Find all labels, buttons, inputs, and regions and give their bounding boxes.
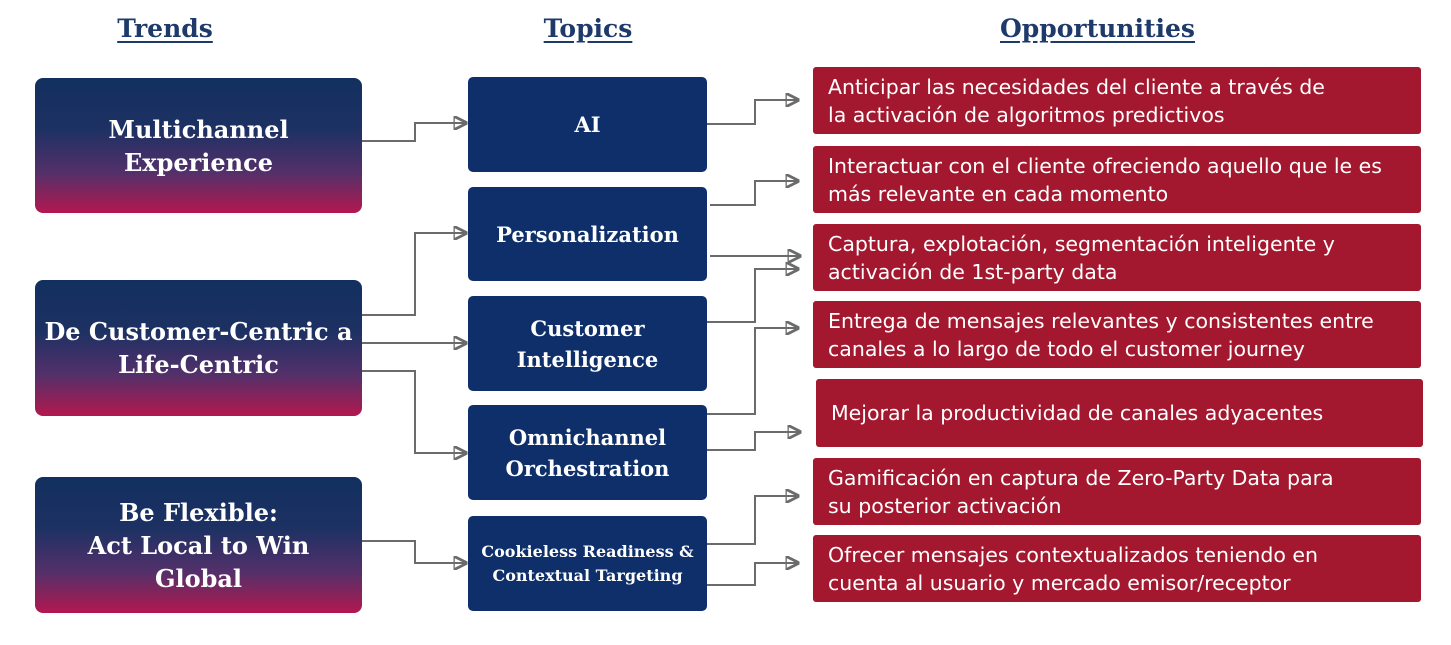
topic-line-2: Orchestration	[505, 455, 670, 481]
connector-lifecentric-omnichannel	[362, 370, 466, 453]
topic-ai: AI	[468, 77, 707, 172]
topic-label: AI	[574, 112, 601, 137]
trend-line-1: Multichannel	[108, 114, 289, 144]
opportunity-7: Ofrecer mensajes contextualizados tenien…	[813, 535, 1421, 602]
opportunity-3: Captura, explotación, segmentación intel…	[813, 224, 1421, 291]
topic-line-2: Contextual Targeting	[492, 565, 683, 585]
trend-be-flexible: Be Flexible: Act Local to Win Global	[35, 477, 362, 613]
topic-omnichannel-orchestration: Omnichannel Orchestration	[468, 405, 707, 500]
opportunity-5: Mejorar la productividad de canales adya…	[816, 379, 1423, 447]
connector-flexible-cookieless	[362, 540, 466, 563]
connector-multichannel-ai	[362, 123, 466, 142]
opportunity-line-1: Ofrecer mensajes contextualizados tenien…	[828, 542, 1318, 567]
topic-label: Personalization	[496, 221, 679, 247]
connector-cookieless-opp7	[707, 563, 798, 586]
trend-line-2: Act Local to Win Global	[87, 530, 310, 593]
opportunity-line-1: Captura, explotación, segmentación intel…	[828, 231, 1335, 256]
opportunity-6: Gamificación en captura de Zero-Party Da…	[813, 458, 1421, 525]
opportunity-line-1: Mejorar la productividad de canales adya…	[831, 401, 1324, 425]
trends-heading: Trends	[117, 14, 213, 43]
opportunity-line-1: Anticipar las necesidades del cliente a …	[828, 74, 1325, 99]
opportunity-line-2: cuenta al usuario y mercado emisor/recep…	[828, 570, 1291, 595]
topic-line-1: Cookieless Readiness &	[481, 541, 694, 561]
topic-personalization: Personalization	[468, 187, 707, 281]
connector-omnichannel-opp4	[707, 328, 798, 415]
trend-line-1: Be Flexible:	[119, 497, 278, 527]
trend-line-2: Experience	[123, 147, 273, 177]
connector-personalization-opp2	[710, 181, 798, 206]
trend-line-2: Life-Centric	[118, 350, 279, 379]
trend-multichannel-experience: Multichannel Experience	[35, 78, 362, 213]
opportunities-heading: Opportunities	[999, 14, 1195, 43]
connector-ai-opp1	[707, 100, 798, 125]
opportunity-line-1: Entrega de mensajes relevantes y consist…	[828, 308, 1374, 333]
connector-customer-intelligence-opp3	[707, 269, 798, 323]
topic-line-1: Customer	[530, 315, 645, 341]
connector-omnichannel-opp5	[707, 432, 800, 451]
trend-line-1: De Customer-Centric a	[44, 317, 353, 346]
topic-line-1: Omnichannel	[508, 424, 667, 450]
opportunity-line-2: más relevante en cada momento	[828, 181, 1169, 206]
opportunity-4: Entrega de mensajes relevantes y consist…	[813, 301, 1421, 368]
connector-cookieless-opp6	[707, 496, 798, 545]
topic-customer-intelligence: Customer Intelligence	[468, 296, 707, 391]
opportunity-line-2: su posterior activación	[828, 493, 1062, 518]
topics-heading: Topics	[543, 14, 633, 43]
trend-life-centric: De Customer-Centric a Life-Centric	[35, 280, 362, 416]
opportunity-line-2: canales a lo largo de todo el customer j…	[828, 336, 1305, 361]
opportunity-line-2: activación de 1st-party data	[828, 259, 1118, 284]
opportunity-2: Interactuar con el cliente ofreciendo aq…	[813, 146, 1421, 213]
topic-line-2: Intelligence	[516, 346, 659, 372]
topic-cookieless-readiness: Cookieless Readiness & Contextual Target…	[468, 516, 707, 611]
opportunity-line-1: Interactuar con el cliente ofreciendo aq…	[828, 153, 1382, 178]
opportunity-line-2: la activación de algoritmos predictivos	[828, 102, 1225, 127]
opportunity-line-1: Gamificación en captura de Zero-Party Da…	[828, 465, 1334, 490]
connector-lifecentric-personalization	[362, 233, 466, 316]
opportunity-1: Anticipar las necesidades del cliente a …	[813, 67, 1421, 134]
